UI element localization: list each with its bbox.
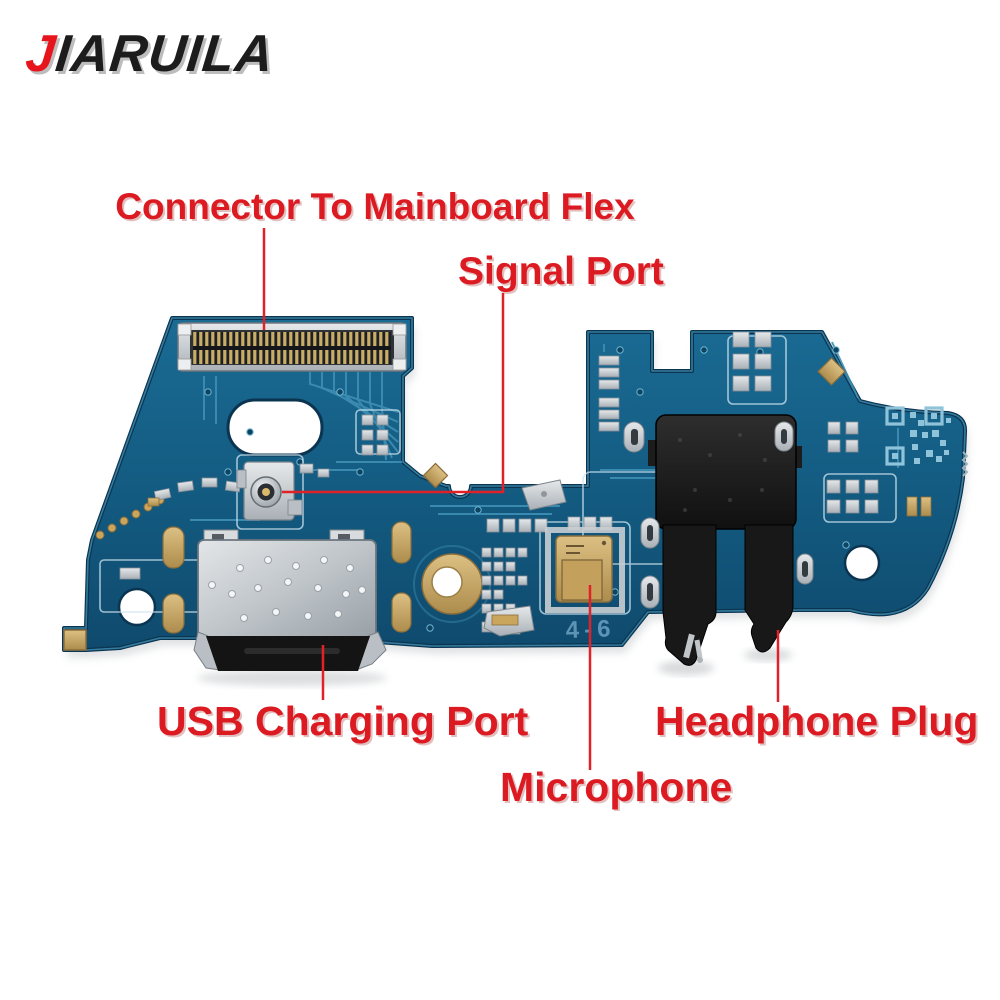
microphone-component <box>483 527 625 637</box>
castellated-edge <box>63 451 969 651</box>
usb-charging-port <box>193 529 387 671</box>
jack-texture <box>678 433 767 512</box>
callout-line-signal-port <box>282 293 505 494</box>
label-connector-to-mainboard-flex: Connector To Mainboard Flex <box>115 186 635 227</box>
screw-hole-left <box>117 587 157 627</box>
weld-dimples <box>208 556 366 622</box>
gold-ring-pad <box>421 553 483 615</box>
screw-hole-right <box>843 544 881 582</box>
label-headphone-plug: Headphone Plug <box>655 698 979 744</box>
headphone-jack <box>648 414 802 666</box>
qr-code <box>885 406 951 466</box>
brand-logo-rest: IARUILA <box>52 25 277 83</box>
board-cutout <box>226 398 324 457</box>
brand-logo: JIARUILA <box>23 24 277 84</box>
label-signal-port: Signal Port <box>458 250 664 293</box>
plated-oval-pads <box>623 421 814 609</box>
metal-bracket <box>521 479 567 511</box>
gold-diamond-components <box>422 357 846 489</box>
label-usb-charging-port: USB Charging Port <box>157 698 529 744</box>
label-microphone: Microphone <box>500 764 733 810</box>
gold-pads <box>162 521 412 634</box>
signal-port-connector <box>236 461 303 521</box>
mainboard-flex-connector <box>177 322 407 372</box>
callout-lines <box>262 228 780 770</box>
gold-small-pads <box>147 496 932 517</box>
